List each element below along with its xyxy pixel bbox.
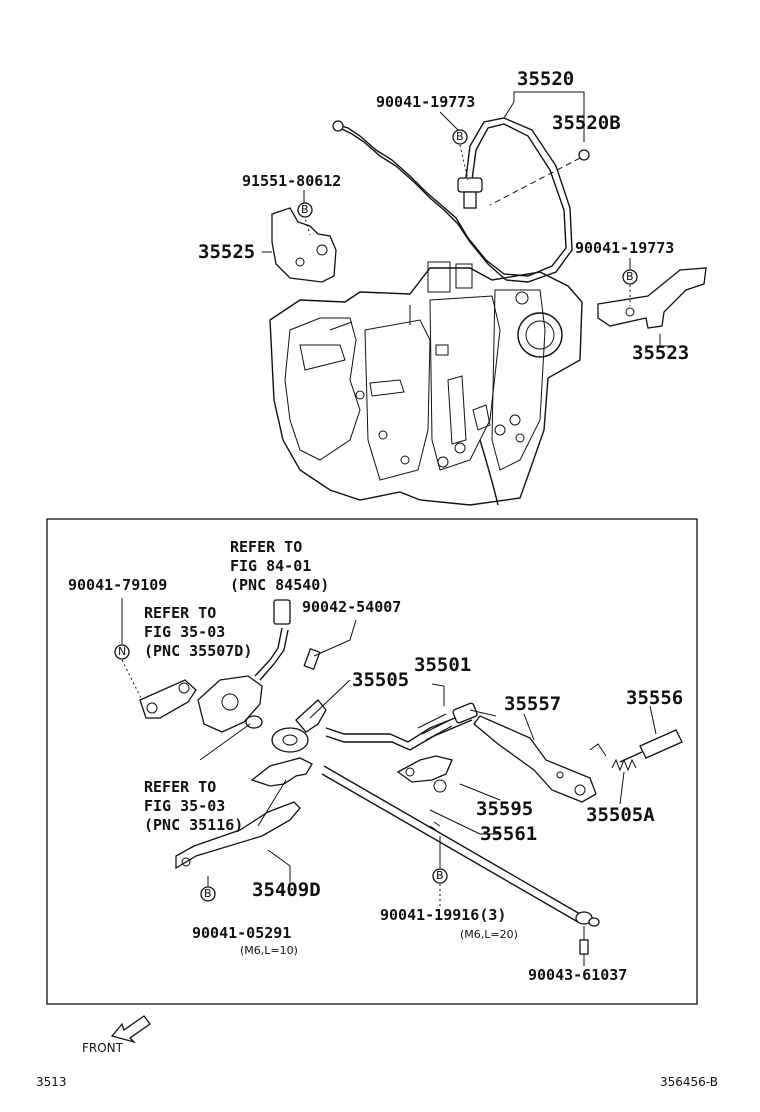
cable-bracket-right bbox=[597, 267, 707, 329]
part-label-bracket-bolt: 91551-80612 bbox=[242, 172, 342, 190]
part-label-35595: 35595 bbox=[476, 798, 534, 820]
bolt-symbol-b: B bbox=[436, 869, 444, 882]
bolt-symbol-b: B bbox=[456, 130, 464, 143]
part-label-35505a: 35505A bbox=[586, 804, 655, 826]
part-label-35505: 35505 bbox=[352, 669, 410, 691]
part-label-nut: 90041-79109 bbox=[68, 576, 168, 594]
part-label-end-pin: 90043-61037 bbox=[528, 966, 628, 984]
refer-line: FIG 84-01 bbox=[230, 557, 312, 575]
part-label-pin: 90042-54007 bbox=[302, 598, 402, 616]
cable-bracket bbox=[271, 207, 337, 283]
refer-line: (PNC 35507D) bbox=[144, 642, 253, 660]
bolt-symbols-detail bbox=[114, 644, 448, 902]
detail-parts bbox=[139, 599, 683, 955]
part-label-35520b: 35520B bbox=[552, 112, 621, 134]
refer-note-35116: REFER TO FIG 35-03 (PNC 35116) bbox=[144, 778, 243, 835]
refer-line: FIG 35-03 bbox=[144, 797, 226, 815]
part-spec-plate-bolt: (M6,L=10) bbox=[240, 944, 298, 957]
illustration-id: 356456-B bbox=[660, 1075, 718, 1089]
part-label-plate-bolt: 90041-05291 bbox=[192, 924, 292, 942]
front-label: FRONT bbox=[82, 1041, 123, 1055]
part-label-35557: 35557 bbox=[504, 693, 562, 715]
part-label-35525: 35525 bbox=[198, 241, 256, 263]
refer-note-35507d: REFER TO FIG 35-03 (PNC 35507D) bbox=[144, 604, 252, 661]
part-label-35501: 35501 bbox=[414, 654, 472, 676]
part-label-35523: 35523 bbox=[632, 342, 690, 364]
refer-line: (PNC 84540) bbox=[230, 576, 330, 594]
nut-symbol-n: N bbox=[118, 645, 127, 658]
refer-line: (PNC 35116) bbox=[144, 816, 244, 834]
top-leaders bbox=[262, 91, 672, 347]
bolt-symbol-b: B bbox=[626, 270, 634, 283]
bolt-symbols-top bbox=[297, 129, 638, 285]
part-label-35409d: 35409D bbox=[252, 879, 321, 901]
refer-line: REFER TO bbox=[144, 604, 217, 622]
bolt-symbol-b: B bbox=[301, 203, 309, 216]
refer-line: FIG 35-03 bbox=[144, 623, 226, 641]
part-label-right-bolt: 90041-19773 bbox=[575, 239, 675, 257]
part-label-cable-bolt: 90041-19773 bbox=[376, 93, 476, 111]
part-label-35561: 35561 bbox=[480, 823, 538, 845]
transaxle-housing bbox=[269, 261, 583, 506]
part-spec-shaft-bolt: (M6,L=20) bbox=[460, 928, 518, 941]
refer-line: REFER TO bbox=[230, 538, 303, 556]
detail-box-frame bbox=[46, 518, 698, 1005]
part-label-shaft-bolt: 90041-19916(3) bbox=[380, 906, 507, 924]
bolt-symbol-b: B bbox=[204, 887, 212, 900]
shift-cable bbox=[332, 117, 573, 506]
part-label-35556: 35556 bbox=[626, 687, 684, 709]
figure-number: 3513 bbox=[36, 1075, 67, 1089]
part-label-35520: 35520 bbox=[517, 68, 575, 90]
refer-note-84540: REFER TO FIG 84-01 (PNC 84540) bbox=[230, 538, 329, 595]
refer-line: REFER TO bbox=[144, 778, 217, 796]
detail-leaders bbox=[121, 598, 657, 966]
front-arrow-icon bbox=[110, 1015, 151, 1044]
